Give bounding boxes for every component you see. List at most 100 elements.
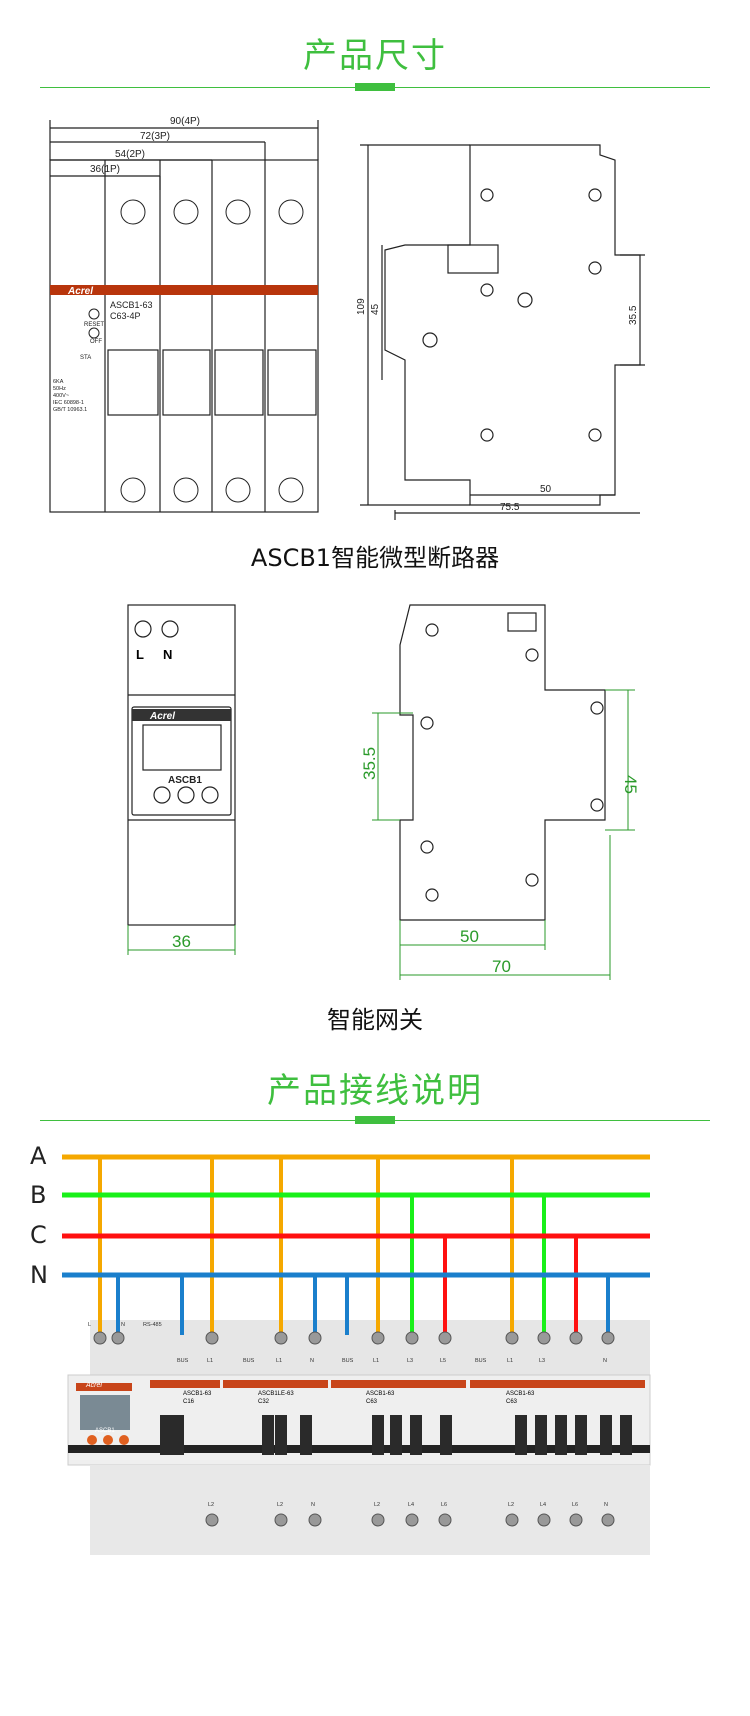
- gateway-brand: Acrel: [149, 711, 175, 722]
- breaker-dimension-drawings: 90(4P) 72(3P) 54(2P) 36(1P) Acrel ASCB1-…: [49, 116, 645, 520]
- breaker-handle: [372, 1415, 384, 1455]
- terminal-label: L: [88, 1322, 91, 1328]
- terminal-label: L2: [374, 1502, 380, 1508]
- breaker-handle: [600, 1415, 612, 1455]
- terminal-screw: [537, 1331, 551, 1345]
- terminal-n: N: [163, 647, 172, 662]
- terminal-label: L2: [508, 1502, 514, 1508]
- module-rating: C16: [183, 1399, 195, 1405]
- terminal-screw: [371, 1513, 385, 1527]
- terminal-label: L5: [440, 1358, 446, 1364]
- section-title-dimensions: 产品尺寸: [303, 36, 447, 76]
- breaker-handle: [275, 1415, 287, 1455]
- terminal-screw: [505, 1331, 519, 1345]
- dim-3p: 72(3P): [140, 131, 170, 142]
- terminal-screw: [601, 1331, 615, 1345]
- terminal-screw: [405, 1513, 419, 1527]
- terminal-label: L1: [373, 1358, 379, 1364]
- terminal-screw: [371, 1331, 385, 1345]
- terminal-label: L3: [539, 1358, 545, 1364]
- spec: 50Hz: [53, 386, 66, 392]
- terminal-label: L2: [208, 1502, 214, 1508]
- module-model: ASCB1-63: [366, 1391, 395, 1397]
- phase-label-c: C: [30, 1221, 47, 1249]
- terminal-label: L3: [407, 1358, 413, 1364]
- terminal-screw: [308, 1513, 322, 1527]
- dim-45: 45: [370, 303, 381, 315]
- gateway-caption: 智能网关: [327, 1006, 423, 1034]
- gateway-photo-brand: Acrel: [85, 1382, 102, 1389]
- gateway-dimension-drawings: Acrel ASCB1 L N 36 35.5 45 50 70: [127, 604, 640, 980]
- terminal-label: N: [604, 1502, 608, 1508]
- sta-label: STA: [80, 355, 91, 361]
- reset-label: RESET: [84, 322, 104, 328]
- breaker-handle: [440, 1415, 452, 1455]
- terminal-screw: [601, 1513, 615, 1527]
- terminal-label: BUS: [177, 1358, 189, 1364]
- terminal-label: L1: [276, 1358, 282, 1364]
- breaker-handle: [555, 1415, 567, 1455]
- breaker-handle: [575, 1415, 587, 1455]
- dim-gateway-45: 45: [621, 775, 640, 794]
- dim-50: 50: [540, 484, 552, 495]
- breaker-handle: [535, 1415, 547, 1455]
- spec: GB/T 10963.1: [53, 407, 87, 413]
- terminal-label: RS-485: [143, 1322, 162, 1328]
- breaker-handle: [515, 1415, 527, 1455]
- spec: 6KA: [53, 379, 64, 385]
- section-title-wiring: 产品接线说明: [267, 1071, 483, 1111]
- module-rating: C32: [258, 1399, 270, 1405]
- spec: IEC 60898-1: [53, 400, 84, 406]
- module-model: ASCB1LE-63: [258, 1391, 294, 1397]
- dim-height: 109: [356, 298, 367, 315]
- dim-gateway-width: 36: [172, 932, 191, 951]
- breaker-handle: [390, 1415, 402, 1455]
- dim-gateway-50: 50: [460, 927, 479, 946]
- dim-gateway-rail: 35.5: [360, 747, 379, 780]
- terminal-label: L6: [572, 1502, 578, 1508]
- terminal-label: N: [310, 1358, 314, 1364]
- module-model: ASCB1-63: [183, 1391, 212, 1397]
- title-divider: [40, 83, 710, 91]
- breaker-handle: [262, 1415, 274, 1455]
- wiring-diagram: Acrel ASCB1 ASCB1-63 C16 ASCB1LE-63 C32 …: [62, 1154, 651, 1555]
- brand-logo: Acrel: [67, 286, 93, 297]
- terminal-label: BUS: [475, 1358, 487, 1364]
- terminal-screw: [505, 1513, 519, 1527]
- terminal-screw: [205, 1513, 219, 1527]
- terminal-label: L1: [507, 1358, 513, 1364]
- module-model: ASCB1-63: [506, 1391, 535, 1397]
- dim-1p: 36(1P): [90, 164, 120, 175]
- breaker-handle: [160, 1415, 172, 1455]
- terminal-label: N: [603, 1358, 607, 1364]
- terminal-screw: [537, 1513, 551, 1527]
- gateway-model: ASCB1: [168, 775, 202, 786]
- dim-gateway-depth: 70: [492, 957, 511, 976]
- dim-2p: 54(2P): [115, 149, 145, 160]
- terminal-screw: [569, 1513, 583, 1527]
- spec: 400V~: [53, 393, 69, 399]
- terminal-screw: [274, 1331, 288, 1345]
- terminal-screw: [405, 1331, 419, 1345]
- breaker-caption: ASCB1智能微型断路器: [250, 544, 500, 572]
- breaker-handle: [410, 1415, 422, 1455]
- terminal-screw: [93, 1331, 107, 1345]
- phase-label-a: A: [30, 1142, 47, 1170]
- terminal-label: L6: [441, 1502, 447, 1508]
- terminal-label: L4: [540, 1502, 546, 1508]
- breaker-rating: C63-4P: [110, 311, 141, 321]
- module-rating: C63: [366, 1399, 378, 1405]
- breaker-handle: [620, 1415, 632, 1455]
- dim-rail: 35.5: [628, 305, 639, 325]
- terminal-label: L1: [207, 1358, 213, 1364]
- terminal-screw: [205, 1331, 219, 1345]
- terminal-screw: [438, 1331, 452, 1345]
- breaker-model: ASCB1-63: [110, 300, 153, 310]
- terminal-label: BUS: [342, 1358, 354, 1364]
- terminal-screw: [438, 1513, 452, 1527]
- module-rating: C63: [506, 1399, 518, 1405]
- phase-label-b: B: [30, 1181, 47, 1209]
- terminal-label: L4: [408, 1502, 414, 1508]
- off-label: OFF: [90, 339, 102, 345]
- terminal-screw: [308, 1331, 322, 1345]
